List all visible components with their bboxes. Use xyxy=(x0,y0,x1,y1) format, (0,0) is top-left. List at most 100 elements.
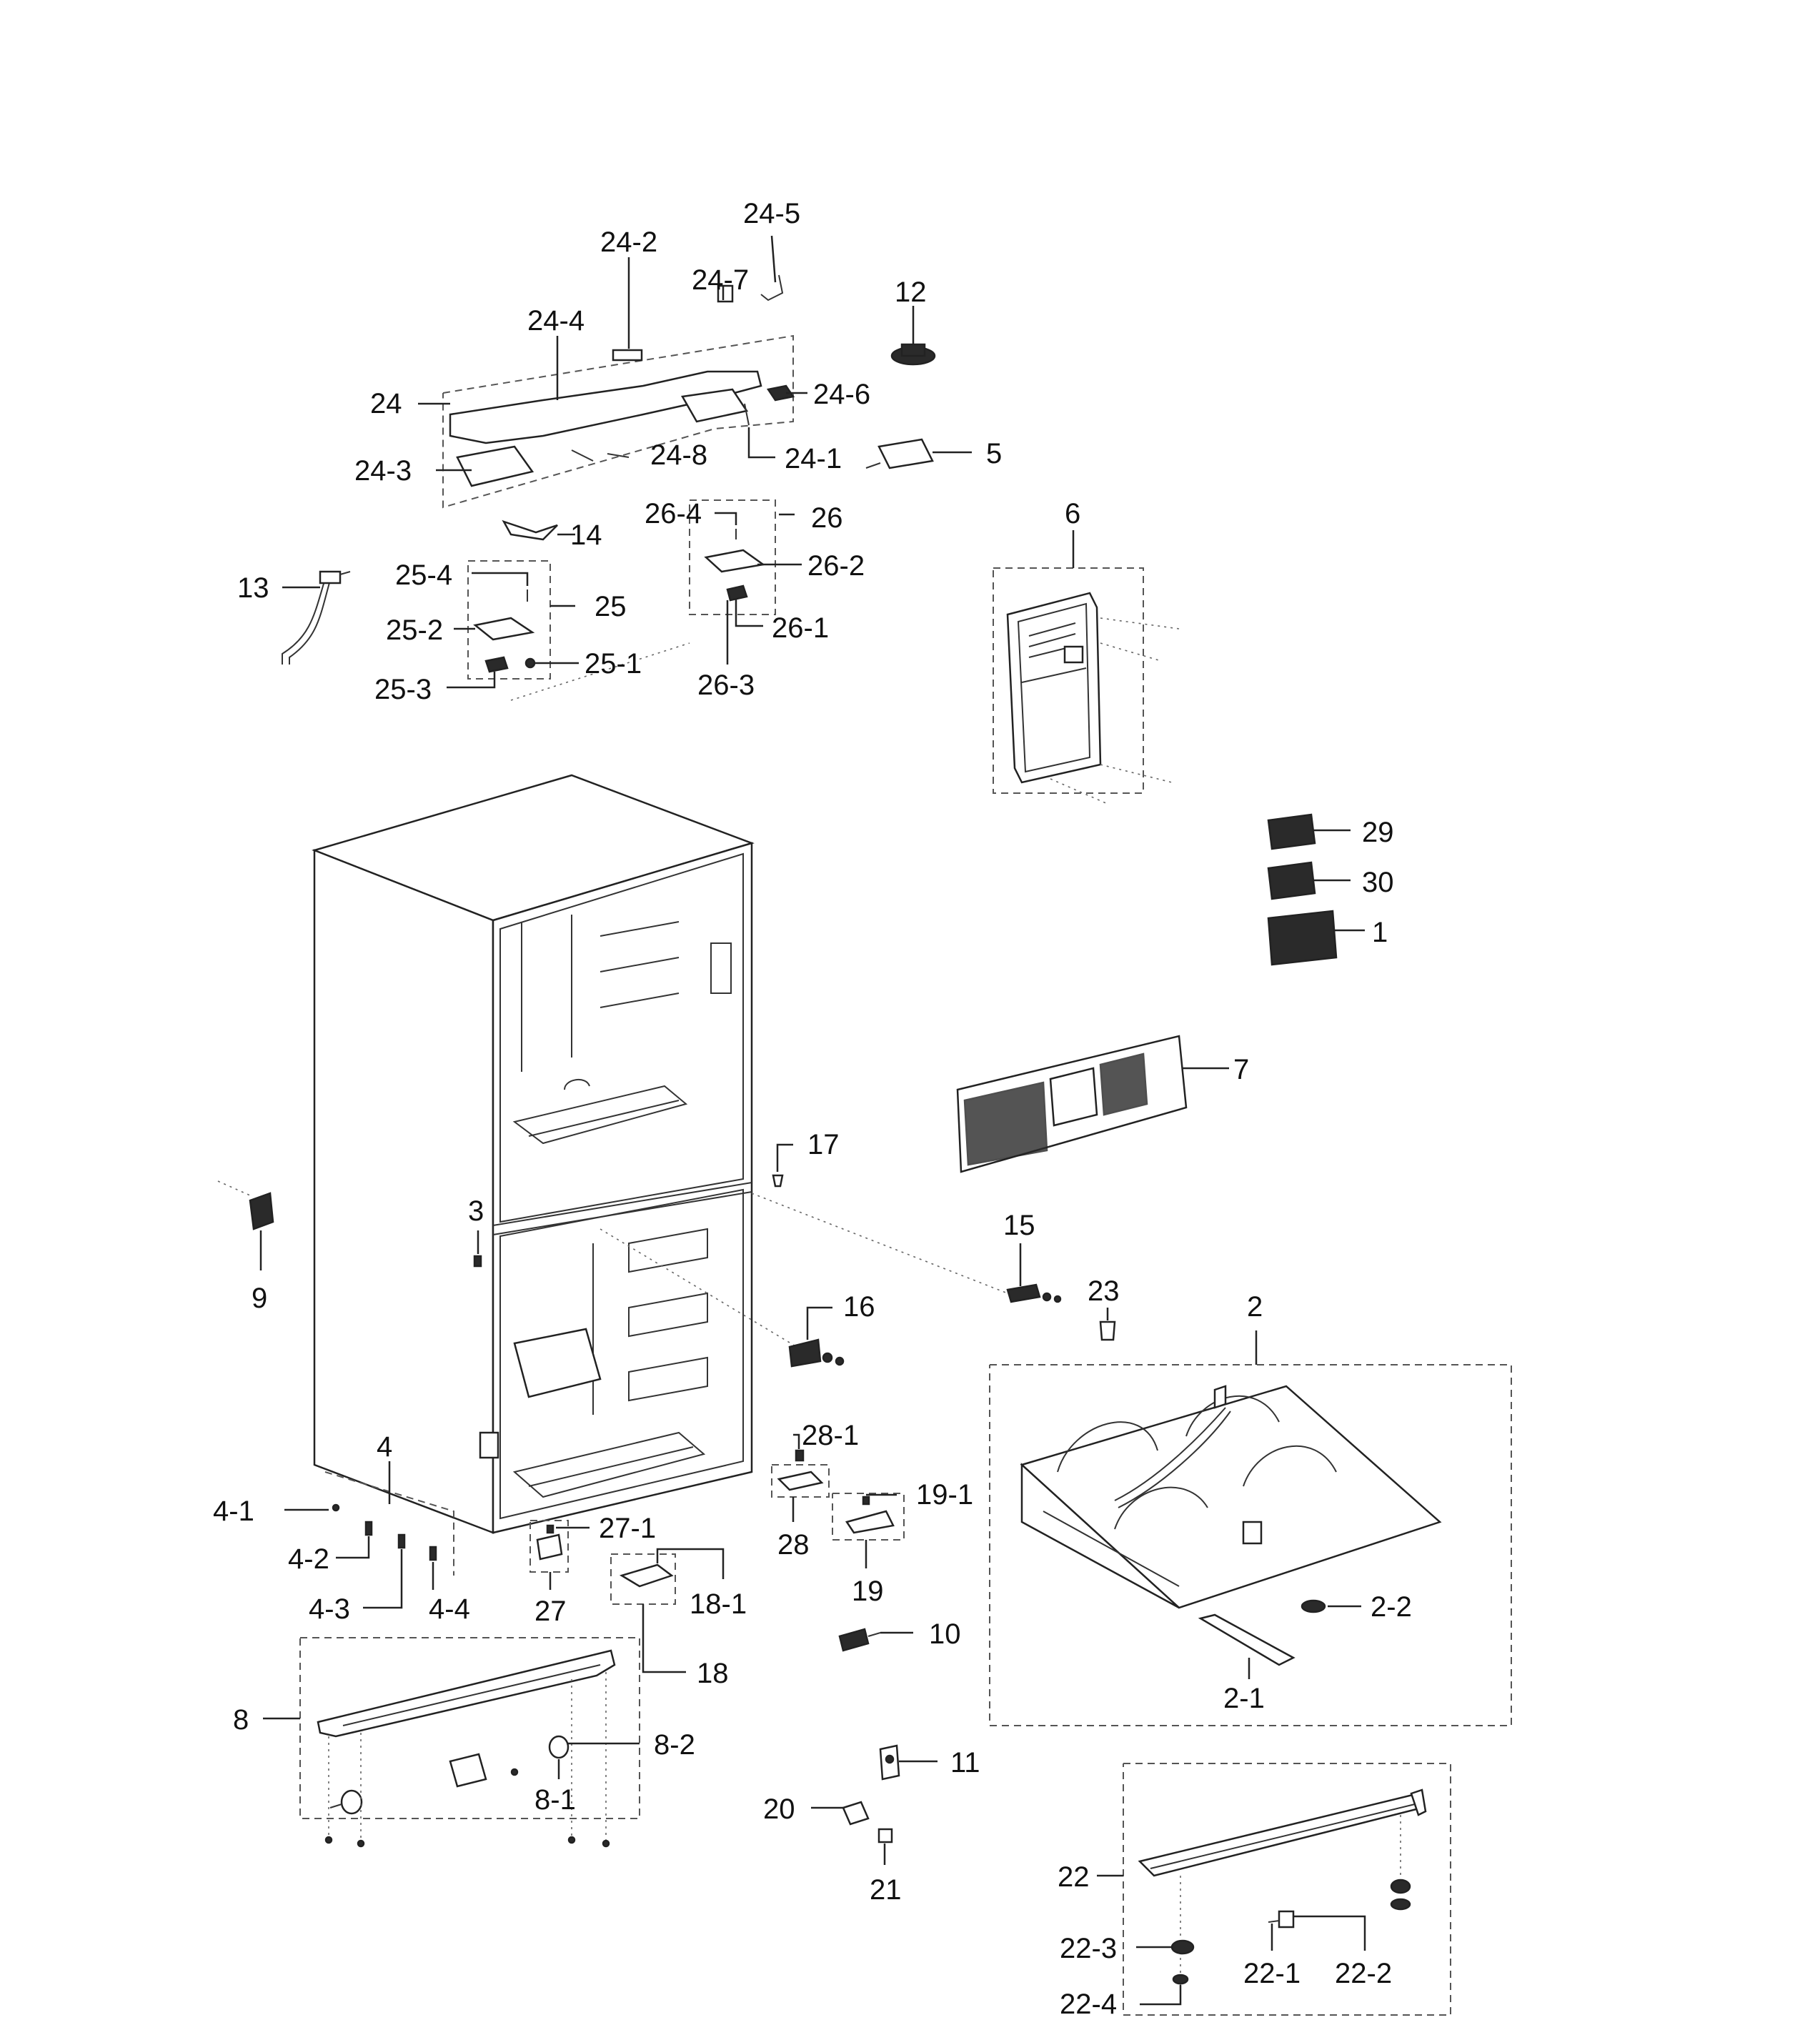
callout-18-1: 18-1 xyxy=(690,1588,747,1620)
part-5-switch xyxy=(865,438,934,469)
callout-29: 29 xyxy=(1362,817,1394,848)
callout-6: 6 xyxy=(1065,498,1080,529)
callout-24-6: 24-6 xyxy=(813,379,870,410)
callout-18: 18 xyxy=(697,1658,729,1689)
callout-26-4: 26-4 xyxy=(645,498,702,529)
callout-26-2: 26-2 xyxy=(807,550,865,582)
part-12-cap xyxy=(890,343,936,366)
part-8-bottom-cover xyxy=(317,1649,616,1848)
part-30-board xyxy=(1267,861,1316,900)
part-19-bracket xyxy=(845,1496,895,1534)
callout-26-3: 26-3 xyxy=(697,670,755,701)
part-2-2-grommet xyxy=(1301,1599,1326,1613)
callout-22-2: 22-2 xyxy=(1335,1958,1392,1989)
callout-13: 13 xyxy=(237,572,269,604)
callout-2: 2 xyxy=(1247,1291,1263,1323)
callout-5: 5 xyxy=(986,438,1002,469)
callout-27: 27 xyxy=(534,1596,567,1627)
part-28-bracket xyxy=(777,1449,824,1491)
part-8-2-roller xyxy=(548,1735,570,1759)
callout-25-4: 25-4 xyxy=(395,559,452,591)
part-1-main-board xyxy=(1267,910,1338,966)
callout-19-1: 19-1 xyxy=(916,1479,973,1511)
part-29-board xyxy=(1267,813,1316,850)
part-4-1-screw xyxy=(332,1503,340,1512)
callout-16: 16 xyxy=(843,1291,875,1323)
part-21-cap xyxy=(877,1828,893,1844)
callout-19: 19 xyxy=(852,1576,884,1607)
callout-4-3: 4-3 xyxy=(309,1593,350,1625)
part-22-4-washer xyxy=(1172,1974,1189,1985)
part-22-front-rail xyxy=(1138,1788,1427,1997)
part-20-fitting xyxy=(842,1801,870,1826)
callout-26-1: 26-1 xyxy=(772,612,829,644)
part-7-rear-cover xyxy=(956,1035,1188,1173)
callout-27-1: 27-1 xyxy=(599,1513,656,1544)
callout-7: 7 xyxy=(1233,1054,1249,1085)
part-9-module xyxy=(217,1180,274,1230)
callout-23: 23 xyxy=(1088,1275,1120,1307)
part-10-valve xyxy=(838,1628,881,1652)
part-18-cover xyxy=(619,1563,674,1588)
callout-9: 9 xyxy=(252,1283,267,1314)
part-4-4-bolt xyxy=(429,1546,437,1561)
refrigerator-cabinet xyxy=(312,774,1008,1534)
part-22-3-foot xyxy=(1170,1939,1195,1955)
callout-22-4: 22-4 xyxy=(1060,1989,1117,2020)
callout-22: 22 xyxy=(1058,1861,1090,1893)
part-11-clip xyxy=(879,1744,900,1781)
part-3-screw xyxy=(473,1255,482,1268)
part-4-3-bolt xyxy=(397,1533,406,1549)
callout-4-1: 4-1 xyxy=(213,1496,254,1527)
callout-24-7: 24-7 xyxy=(692,264,749,296)
callout-24-8: 24-8 xyxy=(650,439,707,471)
top-hinge-assembly xyxy=(442,274,795,509)
callout-25: 25 xyxy=(595,591,627,622)
callout-22-1: 22-1 xyxy=(1243,1958,1301,1989)
callout-24-4: 24-4 xyxy=(527,305,585,337)
callout-8-1: 8-1 xyxy=(534,1784,576,1816)
callout-21: 21 xyxy=(870,1874,902,1906)
part-25-hinge xyxy=(473,589,536,673)
part-2-1-rail xyxy=(1198,1613,1296,1666)
part-27-bracket xyxy=(536,1524,563,1561)
callout-24-1: 24-1 xyxy=(785,443,842,474)
callout-4: 4 xyxy=(377,1431,392,1463)
part-13-power-cord xyxy=(282,570,351,665)
callout-2-1: 2-1 xyxy=(1223,1683,1265,1714)
callout-28: 28 xyxy=(777,1529,810,1561)
callout-10: 10 xyxy=(929,1618,961,1650)
callout-11: 11 xyxy=(950,1747,980,1778)
callout-4-4: 4-4 xyxy=(429,1593,470,1625)
callout-3: 3 xyxy=(468,1195,484,1227)
part-23-plug xyxy=(1099,1320,1116,1341)
callout-12: 12 xyxy=(895,277,927,308)
part-2-machine-compartment xyxy=(1020,1385,1442,1609)
callout-1: 1 xyxy=(1372,917,1388,948)
part-4-2-bolt xyxy=(364,1521,373,1536)
callout-4-2: 4-2 xyxy=(288,1543,329,1575)
callout-22-3: 22-3 xyxy=(1060,1933,1117,1964)
part-15-sensor xyxy=(1006,1283,1062,1303)
callout-25-2: 25-2 xyxy=(386,615,443,646)
callout-24: 24 xyxy=(370,388,402,419)
part-26-hinge xyxy=(704,529,766,602)
callout-30: 30 xyxy=(1362,867,1394,898)
callout-20: 20 xyxy=(763,1793,795,1825)
callout-25-1: 25-1 xyxy=(585,648,642,680)
callout-8: 8 xyxy=(233,1704,249,1736)
callout-15: 15 xyxy=(1003,1210,1035,1241)
callout-25-3: 25-3 xyxy=(374,674,432,705)
callout-28-1: 28-1 xyxy=(802,1420,859,1451)
callout-24-2: 24-2 xyxy=(600,227,657,258)
callout-26: 26 xyxy=(811,502,843,534)
callout-24-5: 24-5 xyxy=(743,198,800,229)
callout-17: 17 xyxy=(807,1129,840,1160)
callout-2-2: 2-2 xyxy=(1371,1591,1412,1623)
callout-14: 14 xyxy=(570,519,602,551)
part-16-fan-motor xyxy=(788,1338,845,1368)
callout-24-3: 24-3 xyxy=(354,455,412,487)
part-6-panel xyxy=(1006,592,1180,805)
part-14-bracket xyxy=(502,519,558,541)
